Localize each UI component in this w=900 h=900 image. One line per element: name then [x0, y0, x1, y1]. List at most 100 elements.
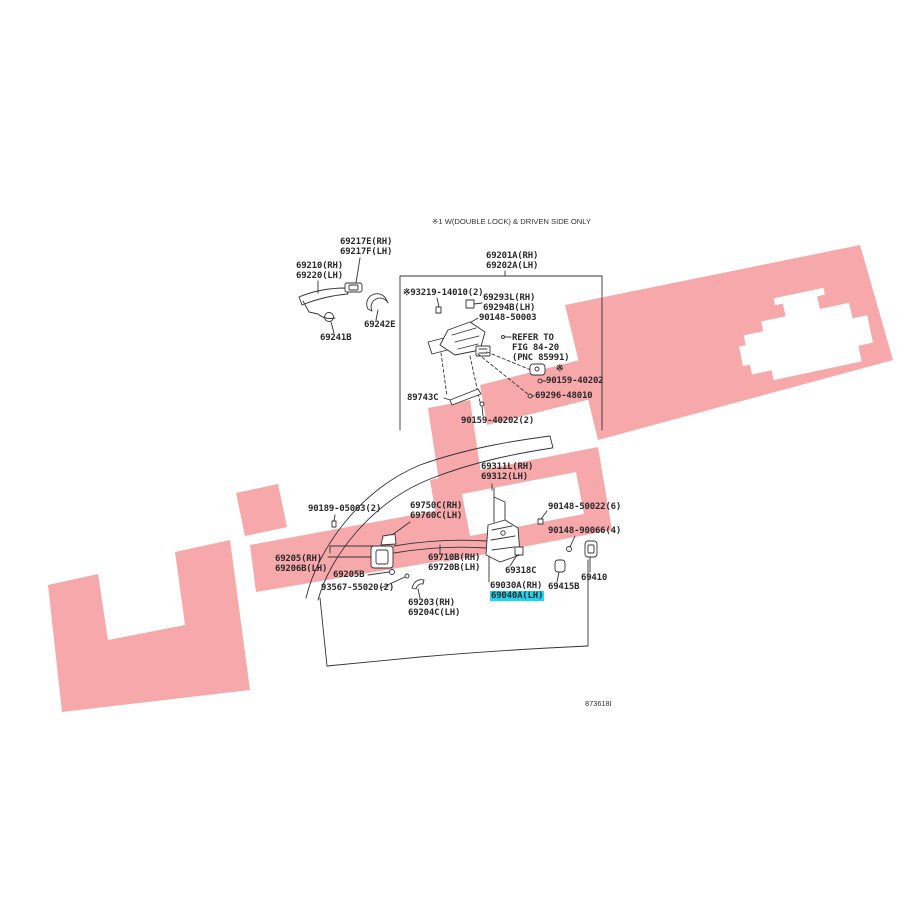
part-89743c-strip: [449, 388, 482, 406]
part-69415b: [554, 559, 566, 573]
dashed-guide-1: [440, 352, 448, 397]
label-69710b[interactable]: 69710B(RH) 69720B(LH): [428, 553, 480, 573]
label-90189-05003[interactable]: 90189-05003(2): [308, 504, 381, 514]
refer-part-detail: [478, 348, 488, 354]
leader-69293l: [473, 302, 483, 305]
leader-93567: [380, 576, 406, 589]
clip-90148-90066: [566, 546, 572, 552]
refer-part: [475, 345, 491, 357]
leader-90159-b: [481, 405, 484, 417]
leader-69205: [327, 545, 382, 558]
dashed-guide-3: [477, 353, 530, 396]
cylinder-lock-group: [399, 270, 603, 431]
label-89743c[interactable]: 89743C: [407, 393, 439, 403]
label-69201a[interactable]: 69201A(RH) 69202A(LH): [486, 251, 538, 271]
label-69030a[interactable]: 69030A(RH) 69040A(LH): [490, 581, 545, 601]
label-69210[interactable]: 69210(RH) 69220(LH): [296, 261, 343, 281]
engine-icon: [738, 287, 874, 381]
leader-93219: [436, 297, 440, 308]
label-69311l[interactable]: 69311L(RH) 69312(LH): [481, 462, 533, 482]
label-90148-50003[interactable]: 90148-50003: [479, 313, 537, 323]
part-number-lh: 69217F(LH): [340, 247, 393, 257]
part-69318c: [514, 546, 524, 556]
label-69296-48010[interactable]: 69296-48010: [535, 391, 593, 401]
label-69750c[interactable]: 69750C(RH) 69760C(LH): [410, 501, 462, 521]
refer-line-2: FIG 84-20: [512, 343, 559, 353]
label-69242e[interactable]: 69242E: [364, 320, 396, 330]
part-number-lh: 69760C(LH): [410, 511, 463, 521]
part-number-rh: 69217E(RH): [340, 237, 393, 247]
screw-93219: [435, 306, 442, 314]
label-69318c[interactable]: 69318C: [505, 566, 537, 576]
actuator-part: [529, 363, 546, 376]
part-number-lh: 69312(LH): [481, 472, 528, 482]
part-number-lh: 69202A(LH): [486, 261, 539, 271]
part-number-rh: 69210(RH): [296, 261, 343, 271]
part-number-rh: 69311L(RH): [481, 462, 534, 472]
part-number-rh: 69710B(RH): [428, 553, 481, 563]
lock-cylinder-detail: [451, 327, 480, 350]
leader-90189: [333, 514, 336, 522]
part-69205b: [389, 569, 395, 575]
part-number: 90148-50003: [479, 313, 537, 323]
part-number: 69205B: [333, 570, 365, 580]
figure-note: ※1 W(DOUBLE LOCK) & DRIVEN SIDE ONLY: [432, 217, 591, 226]
watermark-shapes: [48, 245, 893, 712]
window-frame-rear: [549, 435, 554, 449]
handle-cover-inner: [348, 284, 359, 291]
part-69241b: [324, 312, 334, 322]
label-90148-50022[interactable]: 90148-50022(6): [548, 502, 621, 512]
label-69293l[interactable]: 69293L(RH) 69294B(LH): [483, 293, 535, 313]
part-number: 69318C: [505, 566, 537, 576]
part-number: 90159-40202(2): [461, 416, 535, 426]
part-number-lh: 69220(LH): [296, 271, 343, 281]
handle-cover: [344, 282, 363, 293]
part-number: 69296-48010: [535, 391, 593, 401]
label-93567-55020[interactable]: 93567-55020(2): [321, 583, 394, 593]
watermark-dot: [236, 484, 287, 536]
part-number: 93567-55020(2): [321, 583, 395, 593]
clip-90148-50022: [537, 518, 544, 525]
label-69205b[interactable]: 69205B: [333, 570, 365, 580]
part-number: 69410: [581, 573, 608, 583]
part-69410-inner: [587, 544, 595, 554]
label-90159-40202[interactable]: 90159-40202: [546, 376, 604, 386]
handle-lever: [302, 300, 336, 319]
inner-handle: [370, 545, 394, 569]
door-lock-detail: [490, 525, 516, 551]
part-number: 69415B: [548, 582, 580, 592]
part-number: 69241B: [320, 333, 352, 343]
label-69203[interactable]: 69203(RH) 69204C(LH): [408, 598, 460, 618]
part-69410: [584, 540, 598, 558]
label-93219[interactable]: ※93219-14010(2): [403, 288, 484, 298]
rod-69311l: [493, 487, 506, 523]
part-number: 90189-05003(2): [308, 504, 382, 514]
label-69217e[interactable]: 69217E(RH) 69217F(LH): [340, 237, 392, 257]
leader-69318c: [509, 554, 518, 567]
bolt-90159-b: [479, 401, 485, 407]
door-lock-pin: [500, 530, 506, 536]
watermark-engine-icon: [738, 287, 874, 381]
refer-line-1: REFER TO: [512, 333, 554, 343]
label-69241b[interactable]: 69241B: [320, 333, 352, 343]
rod-69710b-upper: [393, 539, 488, 547]
label-90159-40202-2[interactable]: 90159-40202(2): [461, 416, 534, 426]
leader-69203: [417, 588, 421, 599]
label-90148-90066[interactable]: 90148-90066(4): [548, 526, 621, 536]
screw-90189: [331, 520, 337, 528]
window-frame-outer: [305, 435, 551, 599]
part-number-rh: 69293L(RH): [483, 293, 536, 303]
leader-69242e: [375, 309, 379, 321]
label-69205[interactable]: 69205(RH) 69206B(LH): [275, 554, 327, 574]
part-number-rh: 69750C(RH): [410, 501, 463, 511]
watermark-left-letter: [48, 540, 250, 712]
bolt-90159-a: [537, 378, 543, 384]
leader-90148-50022: [540, 510, 548, 520]
label-69410[interactable]: 69410: [581, 573, 607, 583]
label-69415b[interactable]: 69415B: [548, 582, 580, 592]
label-refer-fig[interactable]: REFER TO FIG 84-20 (PNC 85991): [512, 333, 570, 363]
part-number: 90148-90066(4): [548, 526, 622, 536]
part-number-lh-highlighted[interactable]: 69040A(LH): [490, 591, 545, 601]
window-frame-inner: [317, 447, 553, 601]
